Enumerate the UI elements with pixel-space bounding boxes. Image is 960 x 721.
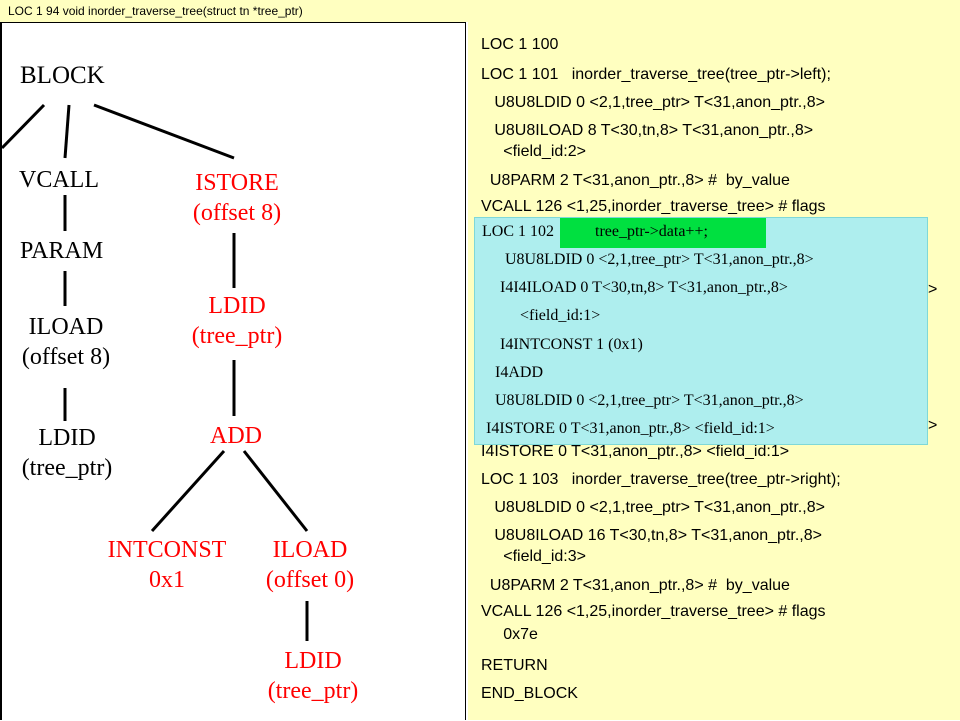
ir-line: U8PARM 2 T<31,anon_ptr.,8> # by_value (481, 577, 790, 594)
edge-block-istore (93, 103, 235, 160)
ir-line: VCALL 126 <1,25,inorder_traverse_tree> #… (481, 603, 826, 620)
node-iload-left: ILOAD (offset 8) (21, 314, 111, 370)
popup-line: I4ISTORE 0 T<31,anon_ptr.,8> <field_id:1… (486, 420, 775, 437)
node-add: ADD (210, 423, 262, 449)
ir-line: U8U8LDID 0 <2,1,tree_ptr> T<31,anon_ptr.… (481, 94, 825, 111)
whirl-tree-panel: BLOCK VCALL PARAM ILOAD (offset 8) LDID … (0, 22, 466, 720)
ir-line: U8PARM 2 T<31,anon_ptr.,8> # by_value (481, 172, 790, 189)
ir-line: U8U8ILOAD 16 T<30,tn,8> T<31,anon_ptr.,8… (481, 527, 822, 544)
ir-line: U8U8LDID 0 <2,1,tree_ptr> T<31,anon_ptr.… (481, 499, 825, 516)
ir-line: I4ISTORE 0 T<31,anon_ptr.,8> <field_id:1… (481, 443, 790, 460)
edge-block-offscreen (2, 103, 46, 150)
ir-line: LOC 1 101 inorder_traverse_tree(tree_ptr… (481, 66, 831, 83)
node-vcall: VCALL (19, 167, 99, 193)
ir-line: <field_id:3> (481, 548, 586, 565)
caption-bar: LOC 1 94 void inorder_traverse_tree(stru… (0, 0, 468, 22)
function-caption: LOC 1 94 void inorder_traverse_tree(stru… (8, 4, 303, 18)
node-ldid-left: LDID (tree_ptr) (21, 425, 113, 481)
node-ldid-bottom: LDID (tree_ptr) (267, 648, 359, 704)
ir-line: RETURN (481, 657, 548, 674)
tree-edges (2, 103, 309, 641)
edge-add-iload (242, 450, 309, 532)
ir-line: LOC 1 103 inorder_traverse_tree(tree_ptr… (481, 471, 841, 488)
popup-line: <field_id:1> (520, 307, 601, 324)
popup-line: U8U8LDID 0 <2,1,tree_ptr> T<31,anon_ptr.… (495, 392, 804, 409)
node-intconst: INTCONST 0x1 (107, 537, 227, 593)
ir-hidden-edge: > (928, 281, 938, 298)
node-block: BLOCK (20, 62, 105, 89)
popup-line: I4I4ILOAD 0 T<30,tn,8> T<31,anon_ptr.,8> (500, 279, 788, 296)
ir-line: 0x7e (481, 626, 538, 643)
ir-line: U8U8ILOAD 8 T<30,tn,8> T<31,anon_ptr.,8> (481, 122, 814, 139)
popup-line: U8U8LDID 0 <2,1,tree_ptr> T<31,anon_ptr.… (505, 251, 814, 268)
node-istore: ISTORE (offset 8) (192, 170, 282, 226)
source-highlight (560, 218, 766, 248)
node-ldid-istore: LDID (tree_ptr) (191, 293, 283, 349)
ir-line: <field_id:2> (481, 143, 586, 160)
ir-line: END_BLOCK (481, 685, 578, 702)
ir-line: VCALL 126 <1,25,inorder_traverse_tree> #… (481, 198, 826, 215)
popup-line: I4ADD (495, 364, 543, 381)
node-param: PARAM (20, 238, 104, 264)
popup-loc: LOC 1 102 (482, 223, 554, 240)
node-iload-right: ILOAD (offset 0) (265, 537, 355, 593)
popup-line: I4INTCONST 1 (0x1) (500, 336, 643, 353)
popup-source: tree_ptr->data++; (595, 223, 708, 240)
ir-hidden-edge: > (928, 417, 938, 434)
ir-line: LOC 1 100 (481, 36, 559, 53)
loc-102-popup: LOC 1 102 tree_ptr->data++; U8U8LDID 0 <… (474, 217, 928, 445)
edge-add-intconst (150, 449, 226, 533)
edge-block-vcall (63, 104, 71, 159)
